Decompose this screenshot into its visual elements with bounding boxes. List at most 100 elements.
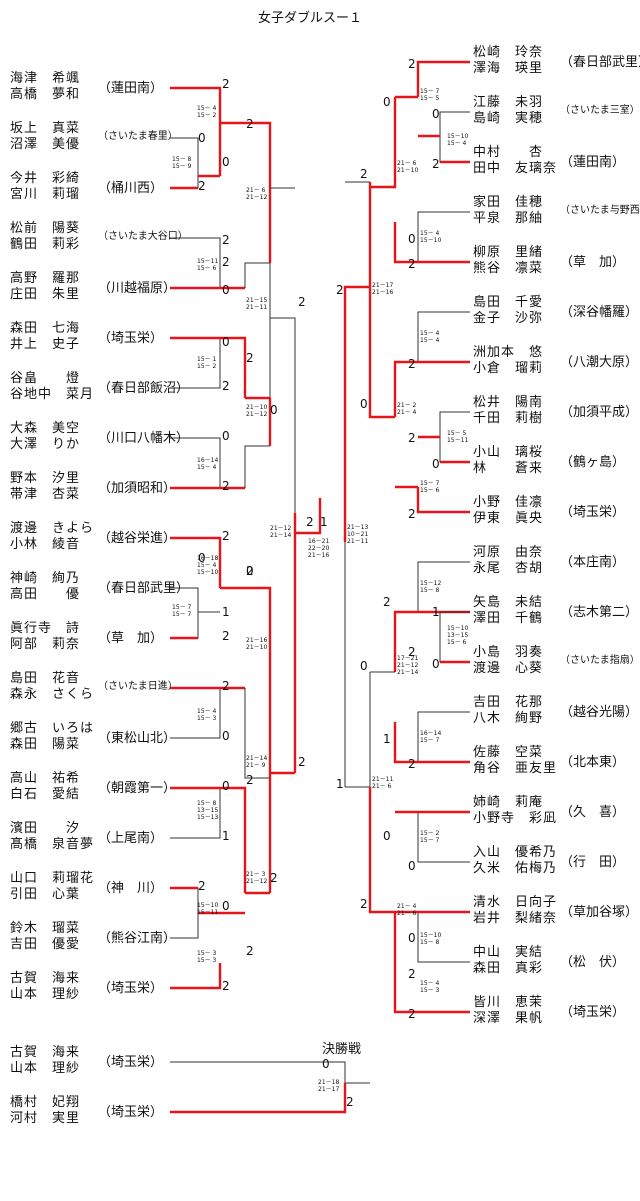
pair-player-1: 山口 莉瑠花	[10, 871, 95, 886]
bracket-line	[393, 722, 470, 764]
pair-player-1: 矢島 未結	[473, 595, 544, 610]
pair-player-2: 角谷 亜友里	[473, 761, 558, 776]
bracket-line	[393, 972, 470, 1014]
game-score: 21－ 2 21－ 4	[397, 402, 417, 416]
win-count: 0	[360, 659, 368, 673]
win-count: 2	[408, 967, 416, 981]
win-count: 2	[222, 529, 230, 543]
pair-school: （春日部飯沼）	[98, 381, 190, 396]
pair-player-2: 深澤 果帆	[473, 1011, 544, 1026]
win-count: 2	[246, 351, 254, 365]
game-score: 16－21 22－20 21－16	[308, 538, 330, 559]
pair-school: （北本東）	[560, 755, 626, 770]
bracket-line	[368, 787, 395, 914]
pair-player-1: 高山 祐希	[10, 771, 81, 786]
game-score: 15－ 2 15－ 7	[420, 830, 440, 844]
pair-player-1: 清水 日向子	[473, 895, 558, 910]
win-count: 2	[432, 157, 440, 171]
pair-player-1: 河原 由奈	[473, 545, 544, 560]
win-count: 1	[320, 515, 328, 529]
win-count: 0	[408, 232, 416, 246]
pair-player-1: 坂上 真菜	[10, 121, 81, 136]
win-count: 0	[322, 1057, 330, 1071]
win-count: 1	[222, 829, 230, 843]
pair-school: （蓮田南）	[560, 155, 626, 170]
pair-school: （八潮大原）	[560, 355, 639, 370]
pair-player-2: 阿部 莉奈	[10, 637, 81, 652]
pair-school: （埼玉栄）	[560, 1005, 626, 1020]
pair-player-1: 古賀 海来	[10, 971, 81, 986]
win-count: 2	[246, 944, 254, 958]
bracket-line	[393, 360, 470, 417]
pair-school: （草 加）	[98, 631, 164, 646]
win-count: 2	[408, 507, 416, 521]
pair-player-2: 引田 心葉	[10, 887, 81, 902]
pair-player-1: 渡邊 きよら	[10, 521, 95, 536]
game-score: 21－14 21－ 9	[246, 755, 268, 769]
pair-school: （さいたま大谷口）	[98, 231, 188, 242]
pair-school: （さいたま指扇）	[560, 655, 640, 666]
pair-school: （桶川西）	[98, 181, 164, 196]
win-count: 0	[222, 779, 230, 793]
pair-player-2: 山本 理紗	[10, 987, 81, 1002]
game-score: 15－ 4 15－ 3	[420, 980, 440, 994]
win-count: 2	[306, 515, 314, 529]
bracket-line	[245, 586, 272, 778]
pair-player-1: 野本 汐里	[10, 471, 81, 486]
pair-player-2: 澤田 千鶴	[473, 611, 544, 626]
pair-player-2: 平泉 那紬	[473, 211, 544, 226]
pair-player-2: 谷地中 菜月	[10, 387, 95, 402]
win-count: 2	[408, 357, 416, 371]
win-count: 1	[222, 605, 230, 619]
win-count: 2	[360, 167, 368, 181]
bracket-line	[244, 445, 270, 488]
win-count: 2	[270, 871, 278, 885]
bracket-line	[393, 222, 470, 264]
pair-player-1: 中村 杏	[473, 145, 544, 160]
game-score: 15－ 4 15－ 2	[197, 105, 217, 119]
pair-player-2: 吉田 優愛	[10, 937, 81, 952]
game-score: 15－ 4 15－10	[420, 230, 442, 244]
pair-player-2: 白石 愛結	[10, 787, 81, 802]
bracket-line	[295, 498, 322, 535]
pair-school: （さいたま日進）	[98, 681, 178, 692]
win-count: 2	[198, 879, 206, 893]
win-count: 0	[408, 931, 416, 945]
win-count: 2	[222, 479, 230, 493]
pair-player-2: 山本 理紗	[10, 1061, 81, 1076]
pair-player-1: 小島 羽奏	[473, 645, 544, 660]
game-score: 21－18 21－17	[318, 1079, 340, 1093]
pair-player-1: 今井 彩綺	[10, 171, 81, 186]
bracket-line	[343, 285, 370, 542]
pair-school: （埼玉栄）	[98, 981, 164, 996]
bracket-line	[270, 317, 296, 513]
pair-player-2: 鶴田 莉彩	[10, 237, 81, 252]
pair-school: （草加谷塚）	[560, 905, 639, 920]
bracket-line	[170, 1061, 370, 1084]
win-count: 2	[298, 295, 306, 309]
pair-player-2: 伊東 眞央	[473, 511, 544, 526]
win-count: 2	[222, 255, 230, 269]
game-score: 21－ 3 21－12	[246, 871, 268, 885]
pair-player-2: 小倉 瑠莉	[473, 361, 544, 376]
game-score: 16－18 15－ 4 15－10	[197, 555, 219, 576]
pair-player-1: 松崎 玲奈	[473, 45, 544, 60]
win-count: 2	[246, 564, 254, 578]
pair-school: （久 喜）	[560, 805, 626, 820]
pair-school: （加須昭和）	[98, 481, 177, 496]
game-score: 15－ 7 15－ 5	[420, 88, 440, 102]
game-score: 21－16 21－10	[246, 637, 268, 651]
pair-player-2: 河村 実里	[10, 1111, 81, 1126]
game-score: 15－ 1 15－ 2	[197, 356, 217, 370]
pair-player-1: 入山 優希乃	[473, 845, 558, 860]
game-score: 15－ 8 13－15 15－13	[197, 800, 219, 821]
bracket-line	[244, 688, 270, 779]
pair-school: （埼玉栄）	[560, 505, 626, 520]
pair-school: （草 加）	[560, 255, 626, 270]
win-count: 2	[222, 233, 230, 247]
win-count: 2	[346, 1095, 354, 1109]
bracket-line	[370, 97, 397, 189]
game-score: 21－12 21－14	[270, 525, 292, 539]
pair-player-1: 橋村 妃翔	[10, 1095, 81, 1110]
pair-school: （松 伏）	[560, 955, 626, 970]
